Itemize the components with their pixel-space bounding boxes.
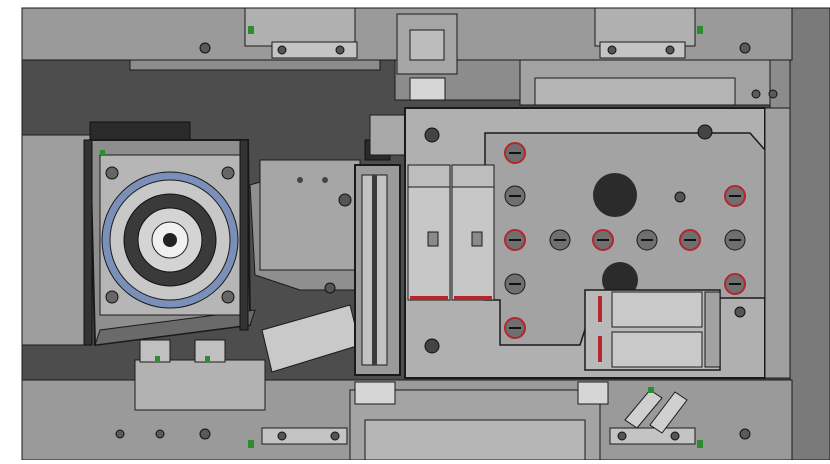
adapter-bolt [338,193,352,207]
top-block-right-clamp [599,41,686,59]
red-seal [598,296,602,322]
housing-bolt [221,290,235,304]
screw-slots [509,152,741,329]
green-marker [648,387,654,393]
mount-hole [199,42,211,54]
spindle-bore [163,233,177,247]
plate-screw [424,338,440,354]
slide-stop [577,381,609,405]
green-marker [205,356,210,361]
housing-bolt [221,166,235,180]
pneumatic-fitting [649,391,688,434]
green-marker [248,440,254,448]
clamp-bolt [330,431,340,441]
bottom-plate [134,359,266,411]
red-seal [454,296,492,300]
green-marker [155,356,160,361]
housing-rail-left [83,139,93,346]
left-housing-top [89,121,191,141]
mount-hole [115,429,125,439]
carriage-block-top [611,291,703,328]
spindle-housing-lower [94,309,256,346]
large-hole [602,262,638,298]
housing-bolt [105,166,119,180]
bearing-cap [407,164,451,188]
center-top-block-slot [409,29,445,61]
clamp-bolt [277,431,287,441]
mount-hole [739,42,751,54]
bottom-center-slot [364,419,586,461]
housing-bolt [105,290,119,304]
green-marker [697,26,703,34]
bearing-window [471,231,483,247]
guide-side-block [369,114,406,156]
top-block-left-clamp [271,41,358,59]
slide-stop [409,77,446,101]
mount-hole [751,89,761,99]
plate-screw [674,191,686,203]
clamp-bolt [665,45,675,55]
motor-adapter-face [259,159,361,271]
guide-stripe [372,175,377,365]
pneumatic-fitting [624,389,663,429]
right-edge-frame [789,7,830,461]
housing-rail-right [239,139,249,331]
adapter-bolt [322,177,328,183]
green-marker [100,150,105,155]
red-seal [410,296,448,300]
clamp-bolt [617,431,627,441]
mount-hole [199,428,211,440]
left-housing-back [21,134,93,346]
red-seal [598,336,602,362]
clamp-bolt [277,45,287,55]
plate-screw [734,306,746,318]
top-block-left [244,7,356,47]
upper-right-plate-inner [534,77,736,106]
bearing-window [427,231,439,247]
carriage-block-bottom [611,331,703,368]
carriage-end-cap [704,291,721,368]
plate-screw [697,124,713,140]
adapter-bolt [297,177,303,183]
top-block-right [594,7,696,47]
mount-hole [739,428,751,440]
adapter-bolt [324,282,336,294]
green-marker [697,440,703,448]
bearing-cap [451,164,495,188]
mount-hole [155,429,165,439]
right-slide-rail [764,107,791,379]
green-marker [248,26,254,34]
fitting [194,339,226,363]
large-hole [593,173,637,217]
fitting [139,339,171,363]
clamp-bolt [607,45,617,55]
plate-screw [424,127,440,143]
clamp-bolt [670,431,680,441]
clamp-bolt [335,45,345,55]
mount-hole [768,89,778,99]
slide-stop [354,381,396,405]
